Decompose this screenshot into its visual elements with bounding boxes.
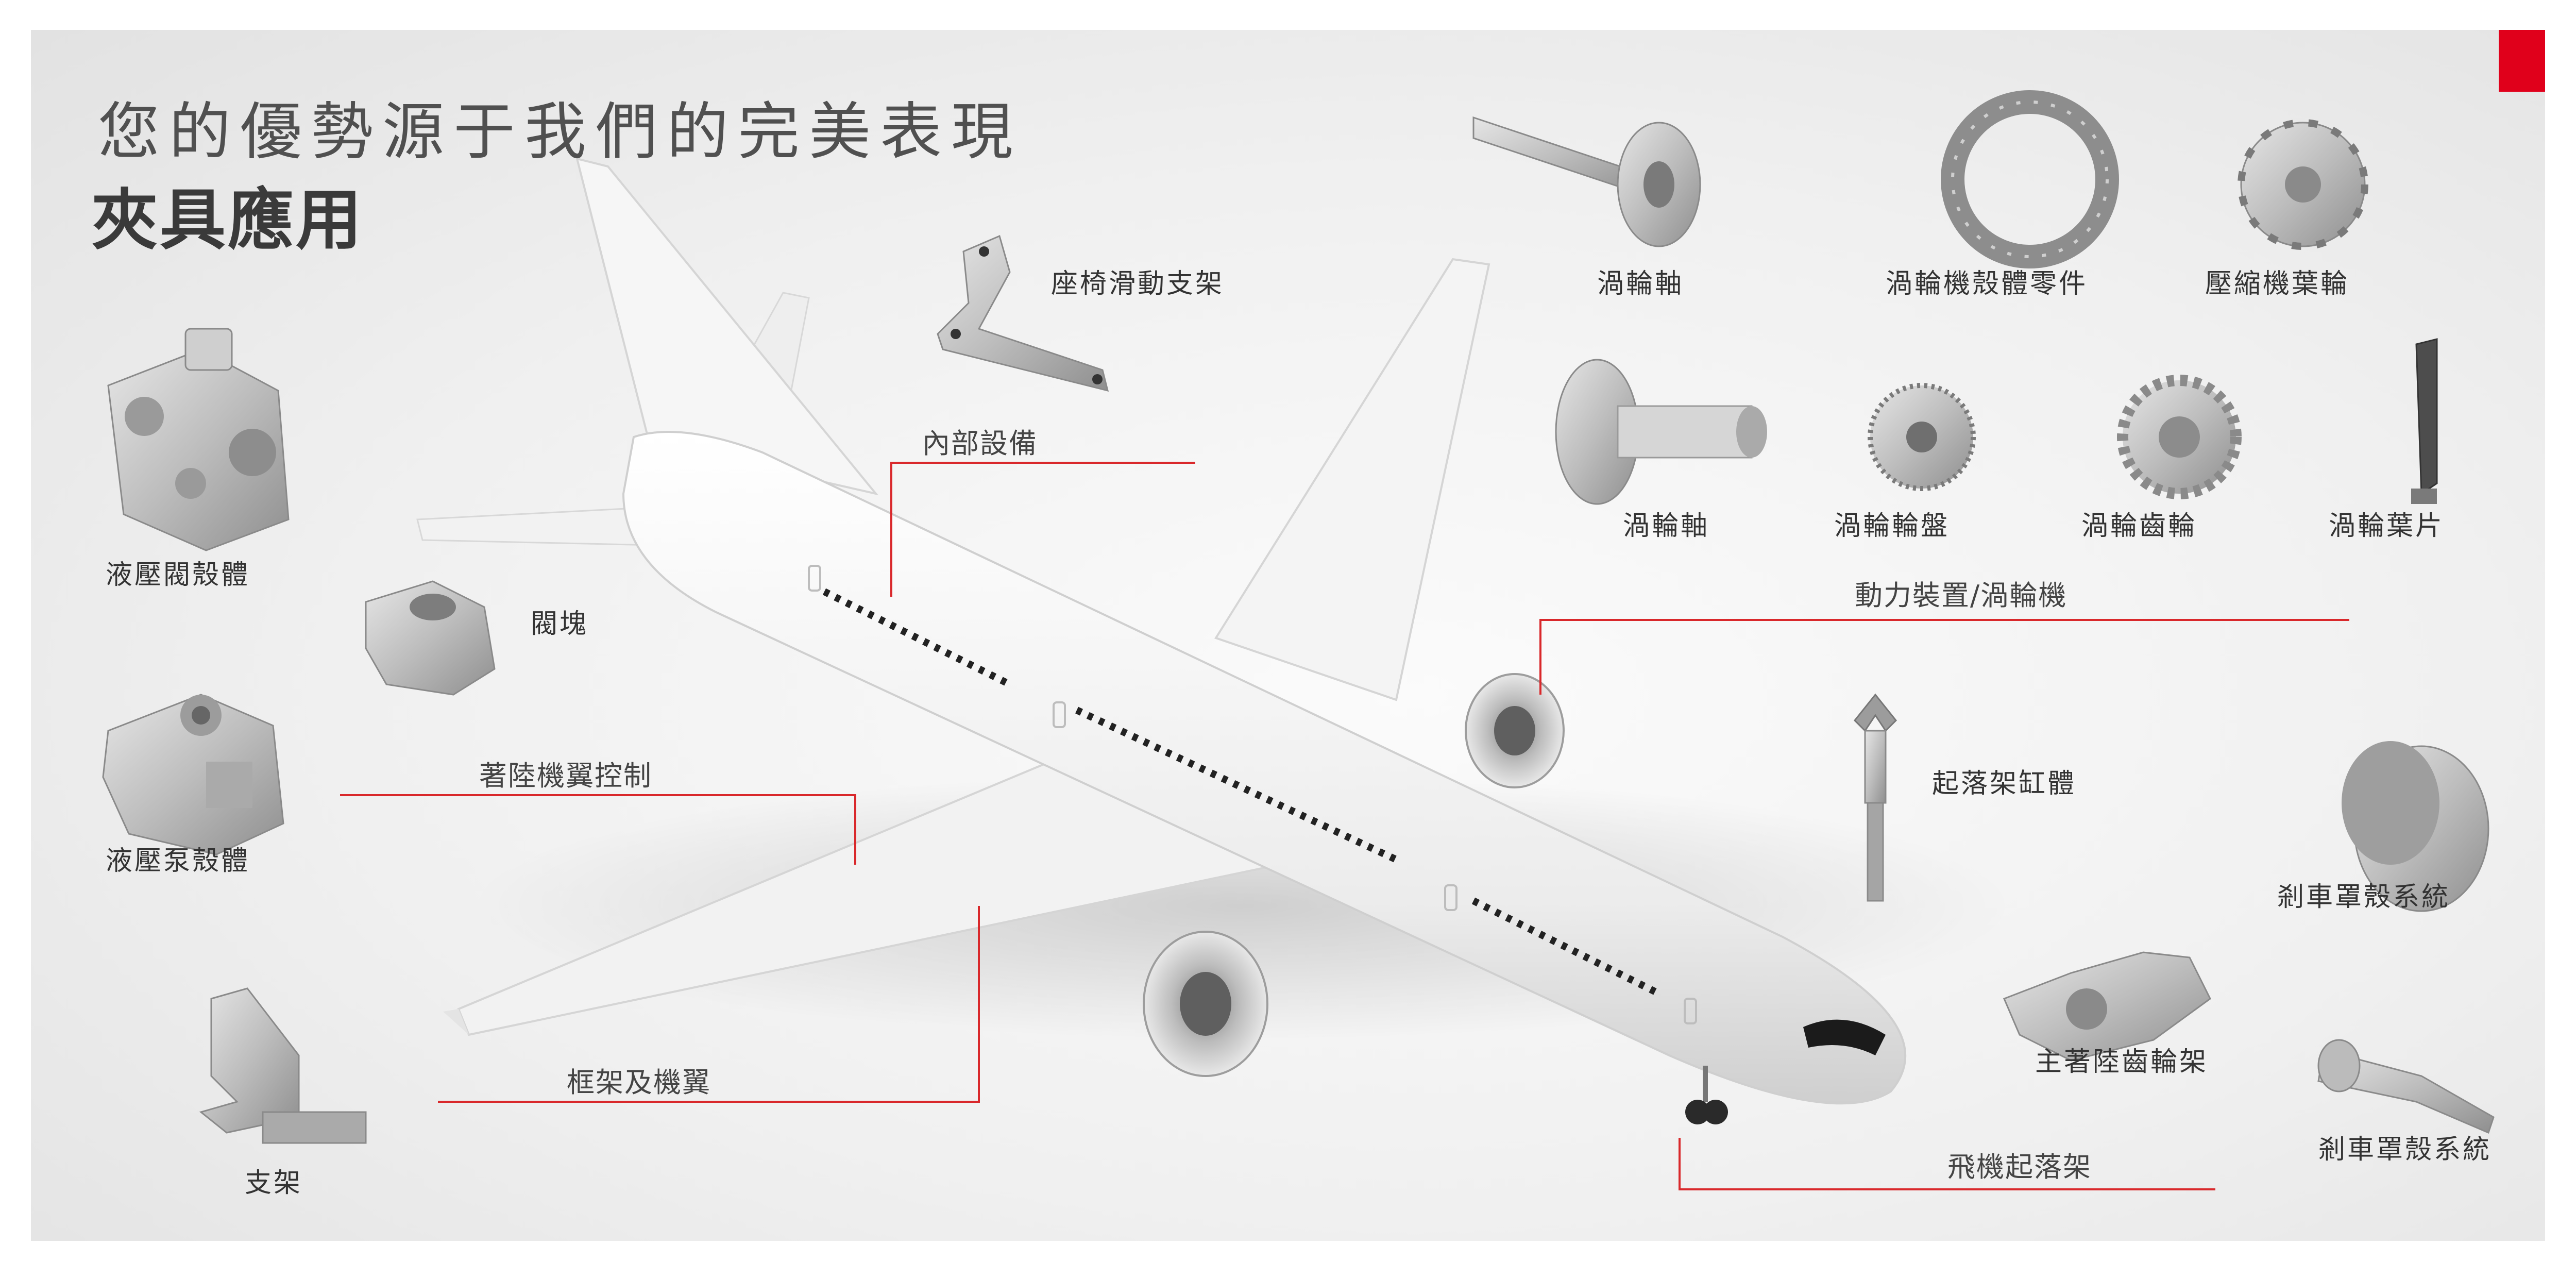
left-wingtip [443,1009,469,1035]
category-interior: 內部設備 [922,427,1038,460]
page-title: 您的優勢源于我們的完美表現 [98,96,1022,168]
label-hydraulic-pump-body: 液壓泵殼體 [106,846,250,877]
label-brake-housing-1: 剎車罩殼系統 [2277,882,2451,913]
nose-landing-gear [1685,1066,1728,1124]
bracket-part [199,987,367,1144]
label-turbine-shaft-2: 渦輪軸 [1623,511,1710,542]
category-landing-gear: 飛機起落架 [1947,1151,2092,1183]
valve-block-part [365,580,496,696]
fuselage [622,431,1907,1105]
flap-control-leader-line [340,794,856,865]
category-power-turbine: 動力裝置/渦輪機 [1855,579,2067,612]
turbine-shaft-2-part [1555,359,1767,505]
compressor-impeller-part [2238,119,2368,250]
hydraulic-valve-body-part [107,328,290,551]
poster: 您的優勢源于我們的完美表現 夾具應用 內部設備 著陸機翼控制 框架及機翼 動力裝… [31,30,2545,1241]
label-turbine-shaft-1: 渦輪軸 [1597,268,1684,299]
right-wing [1214,258,1490,701]
main-gear-carrier-part [2003,951,2211,1062]
label-turbine-blade: 渦輪葉片 [2329,511,2445,542]
turbine-gear-part [2117,375,2242,499]
frame-wing-leader-line [438,906,980,1103]
airplane-illustration [416,157,2014,1124]
category-flap-control: 著陸機翼控制 [479,760,652,792]
interior-leader-line [890,462,1195,597]
label-compressor-impeller: 壓縮機葉輪 [2205,268,2350,299]
page-subtitle: 夾具應用 [92,182,364,259]
turbine-disc-part [1868,383,1976,491]
hydraulic-pump-body-part [102,694,284,855]
landing-gear-leader-line [1679,1138,2215,1190]
cabin-windows [822,588,1661,997]
turbine-shaft-1-part [1472,116,1701,247]
gear-cylinder-part [1853,693,1897,902]
artwork [102,90,2495,1190]
label-bracket: 支架 [245,1168,303,1199]
leader-lines [340,462,2349,1190]
label-brake-housing-2: 剎車罩殼系統 [2318,1134,2492,1165]
turbine-blade-part [2411,338,2438,504]
power-turbine-leader-line [1539,619,2349,695]
seat-bracket-part [937,234,1109,392]
engine-upper [1465,673,1565,788]
turbine-casing-part [1941,90,2119,268]
brake-housing-1-part [2342,741,2489,912]
label-hydraulic-valve-body: 液壓閥殼體 [106,560,250,591]
cabin-doors [808,565,1697,1024]
category-frame-wing: 框架及機翼 [567,1066,711,1099]
label-valve-block: 閥塊 [531,609,589,640]
engine-lower [1143,931,1268,1077]
brake-housing-2-part [2317,1039,2495,1134]
label-turbine-gear: 渦輪齒輪 [2081,511,2197,542]
label-seat-bracket: 座椅滑動支架 [1051,268,1225,299]
label-turbine-disc: 渦輪輪盤 [1834,511,1950,542]
cockpit-windows [1803,1019,1886,1055]
brand-accent-square [2499,30,2545,92]
label-main-gear-carrier: 主著陸齒輪架 [2035,1047,2209,1078]
label-gear-cylinder: 起落架缸體 [1932,768,2077,799]
label-turbine-casing-part: 渦輪機殼體零件 [1886,268,2088,299]
